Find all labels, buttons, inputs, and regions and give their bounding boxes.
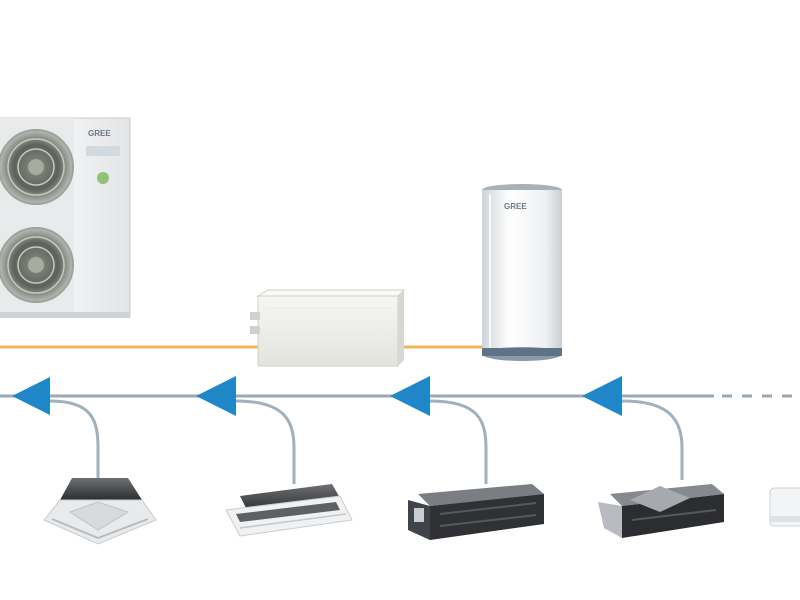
duct-unit-icon <box>408 484 544 540</box>
flow-arrow-icon <box>196 376 236 416</box>
hydro-box-icon <box>250 289 406 367</box>
water-tank-icon: GREE <box>482 184 562 361</box>
outdoor-logo: GREE <box>88 129 111 138</box>
cassette-unit-icon <box>43 478 157 545</box>
wall-unit-icon <box>769 487 800 527</box>
fan-grille-top <box>0 129 74 205</box>
duct-unit-icon <box>598 484 724 538</box>
eco-leaf-icon <box>97 172 109 184</box>
flow-arrow-icon <box>390 376 430 416</box>
fan-grille-bottom <box>0 227 74 303</box>
flow-arrow-icon <box>12 377 50 415</box>
outdoor-condenser-icon: GREE <box>0 117 131 318</box>
branch-pipes <box>49 399 684 484</box>
flow-arrow-icon <box>582 376 622 416</box>
tank-logo: GREE <box>504 202 527 211</box>
badge <box>86 146 120 156</box>
one-way-cassette-icon <box>225 484 353 537</box>
